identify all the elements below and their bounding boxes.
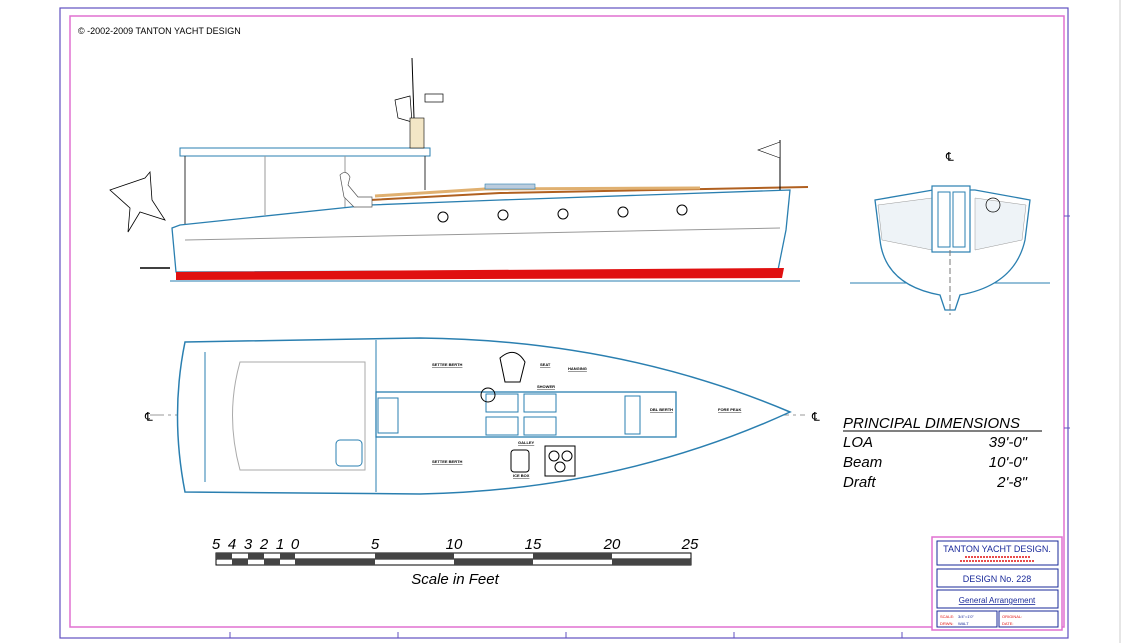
svg-text:10'-0": 10'-0" <box>989 454 1028 471</box>
centerline-symbol: ℄ <box>945 150 954 164</box>
hull-plan <box>176 337 792 495</box>
svg-text:39'-0": 39'-0" <box>989 434 1028 451</box>
ensign-flag-icon <box>109 170 166 233</box>
profile-view <box>109 57 809 282</box>
plan-view: ℄ ℄ SETTEE BERTH SEAT HANGING SHOWER GAL… <box>144 337 820 495</box>
radar-icon <box>424 93 444 103</box>
outer-frame <box>59 7 1069 639</box>
svg-text:SETTEE BERTH: SETTEE BERTH <box>432 362 463 367</box>
svg-text:ICE BOX: ICE BOX <box>513 473 530 478</box>
svg-text:DATE:: DATE: <box>1002 621 1013 626</box>
svg-text:Draft: Draft <box>843 474 876 491</box>
svg-text:DRWN:: DRWN: <box>940 621 953 626</box>
svg-text:SEAT: SEAT <box>540 362 551 367</box>
svg-text:5: 5 <box>212 536 221 553</box>
svg-text:15: 15 <box>525 536 542 553</box>
stove-icon <box>544 445 576 477</box>
svg-text:FORE PEAK: FORE PEAK <box>718 407 741 412</box>
svg-text:WALT: WALT <box>958 621 969 626</box>
hatch <box>335 439 363 467</box>
svg-text:HANGING: HANGING <box>568 366 587 371</box>
svg-text:SCALE:: SCALE: <box>940 614 954 619</box>
svg-text:SHOWER: SHOWER <box>537 384 555 389</box>
svg-text:TANTON YACHT DESIGN.: TANTON YACHT DESIGN. <box>943 544 1051 554</box>
helmsman-figure <box>339 172 373 208</box>
svg-text:Beam: Beam <box>843 454 882 471</box>
svg-text:4: 4 <box>228 536 236 553</box>
svg-text:25: 25 <box>681 536 699 553</box>
sink-icon <box>510 449 530 473</box>
svg-text:DESIGN No. 228: DESIGN No. 228 <box>963 574 1032 584</box>
svg-text:SETTEE BERTH: SETTEE BERTH <box>432 459 463 464</box>
svg-text:GALLEY: GALLEY <box>518 440 535 445</box>
svg-text:℄: ℄ <box>811 410 820 424</box>
title-block: TANTON YACHT DESIGN. DESIGN No. 228 Gene… <box>931 536 1063 631</box>
svg-text:General Arrangement: General Arrangement <box>959 596 1036 605</box>
svg-text:5: 5 <box>371 536 380 553</box>
frame-ticks <box>229 215 1070 638</box>
svg-text:2'-8": 2'-8" <box>996 474 1028 491</box>
section-view: ℄ <box>850 150 1050 315</box>
toilet-icon <box>499 351 526 383</box>
svg-text:20: 20 <box>603 536 621 553</box>
copyright: © -2002-2009 TANTON YACHT DESIGN <box>78 26 241 36</box>
svg-text:3/4"=1'0": 3/4"=1'0" <box>958 614 975 619</box>
scale-caption: Scale in Feet <box>411 571 499 588</box>
scale-bar: 5 4 3 2 1 0 5 10 15 20 25 Scale in Feet <box>212 536 699 588</box>
svg-text:2: 2 <box>259 536 269 553</box>
dimensions-title: PRINCIPAL DIMENSIONS <box>843 415 1020 432</box>
canopy-roof <box>179 147 431 157</box>
svg-text:1: 1 <box>276 536 284 553</box>
wheel-icon <box>985 197 1001 213</box>
svg-text:DBL BERTH: DBL BERTH <box>650 407 673 412</box>
bottom-paint <box>176 268 784 280</box>
svg-text:10: 10 <box>446 536 463 553</box>
svg-text:ORIGINAL:: ORIGINAL: <box>1002 614 1022 619</box>
svg-text:0: 0 <box>291 536 300 553</box>
inner-frame <box>69 15 1065 628</box>
svg-text:LOA: LOA <box>843 434 873 451</box>
svg-text:℄: ℄ <box>144 410 153 424</box>
svg-text:3: 3 <box>244 536 253 553</box>
principal-dimensions: PRINCIPAL DIMENSIONS LOA 39'-0" Beam 10'… <box>843 415 1042 491</box>
wheel-icon <box>480 387 496 403</box>
